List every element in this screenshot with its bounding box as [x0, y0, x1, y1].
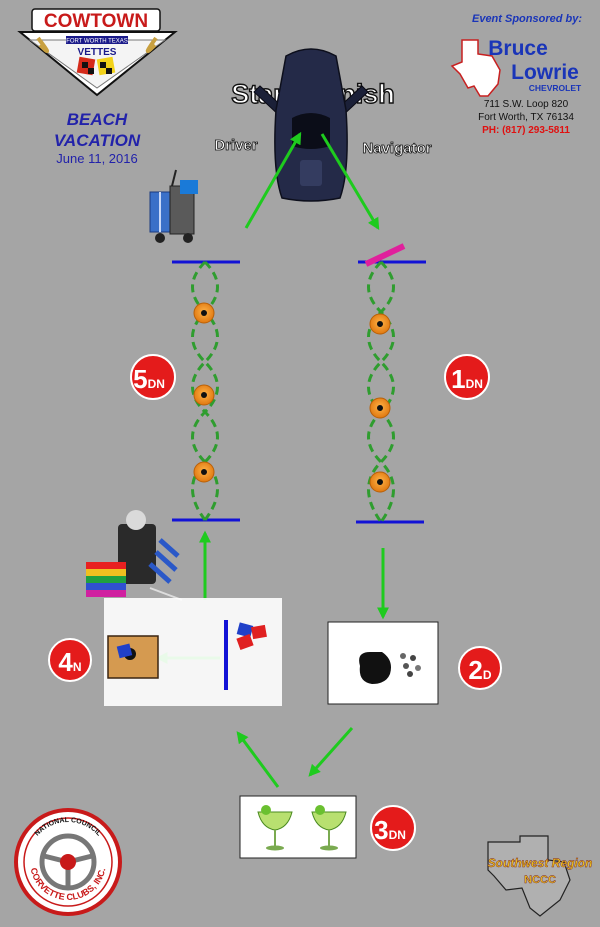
arrow-to-station-1	[320, 133, 380, 231]
sponsor-heading: Event Sponsored by:	[472, 13, 582, 25]
event-date: June 11, 2016	[56, 151, 137, 166]
station-suffix: D	[483, 668, 492, 682]
sponsor-name-last: Lowrie	[511, 61, 579, 84]
station-badge-3: 3DN	[370, 805, 416, 851]
driver-label: Driver	[214, 137, 258, 154]
traffic-cone-icon	[369, 471, 391, 493]
logo-banner: FORT WORTH TEXAS	[66, 39, 128, 45]
region-name: Southwest Region	[488, 856, 593, 870]
station-number: 2	[468, 655, 482, 685]
station-number: 1	[451, 364, 465, 394]
marbles-icon	[400, 653, 421, 677]
traffic-cone-icon	[369, 313, 391, 335]
region-org: NCCC	[524, 874, 556, 886]
southwest-region-logo: Southwest Region NCCC	[487, 835, 593, 917]
start-gate-marker	[364, 243, 406, 267]
station-number: 3	[374, 815, 388, 845]
logo-title: COWTOWN	[44, 11, 148, 32]
station-suffix: DN	[466, 377, 483, 391]
longhorn-icon	[36, 36, 158, 54]
station-suffix: N	[73, 660, 82, 674]
region-map-icon	[487, 835, 571, 917]
margarita-glass-icon	[257, 805, 293, 851]
checkered-flag-icon	[82, 62, 112, 74]
svg-text:3DN: 3DN	[374, 815, 406, 845]
traffic-cone-icon	[193, 461, 215, 483]
station-4-area	[104, 598, 282, 706]
ncc-seal-logo: NATIONAL COUNCIL CORVETTE CLUBS, INC.	[14, 808, 122, 916]
event-title-line2: VACATION	[54, 131, 141, 150]
station-badge-2: 2D	[458, 646, 502, 690]
beach-cart-icon	[149, 169, 198, 243]
corvette-car-icon	[253, 48, 369, 202]
beach-chair-icon	[86, 510, 183, 601]
svg-text:4N: 4N	[58, 647, 81, 677]
sponsor-phone: PH: (817) 293-5811	[482, 125, 570, 136]
slalom-right	[356, 243, 426, 524]
traffic-cone-icon	[193, 302, 215, 324]
cowtown-vettes-logo: FORT WORTH TEXAS VETTES COWTOWN	[17, 8, 178, 97]
station-2-area	[327, 621, 439, 705]
sponsor-address-line1: 711 S.W. Loop 820	[484, 99, 569, 110]
sponsor-address-line2: Fort Worth, TX 76134	[478, 112, 574, 123]
station-number: 5	[133, 364, 147, 394]
station-number: 4	[58, 647, 73, 677]
station-suffix: DN	[389, 828, 406, 842]
traffic-cone-icon	[193, 384, 215, 406]
margarita-glass-icon	[311, 805, 347, 851]
station-badge-4: 4N	[48, 638, 92, 682]
sponsor-make: CHEVROLET	[529, 83, 582, 93]
sponsor-block: Event Sponsored by: Bruce Lowrie CHEVROL…	[450, 13, 582, 136]
bean-bags-icon	[236, 622, 267, 651]
arrow-to-station-3	[308, 727, 354, 777]
svg-text:1DN: 1DN	[451, 364, 483, 394]
navigator-label: Navigator	[362, 140, 431, 157]
traffic-cone-icon	[369, 397, 391, 419]
arrow-finish	[244, 131, 302, 229]
svg-text:2D: 2D	[468, 655, 491, 685]
steering-wheel-icon	[39, 833, 97, 891]
station-badge-1: 1DN	[444, 354, 490, 400]
texas-map-icon	[450, 39, 501, 97]
svg-text:5DN: 5DN	[133, 364, 165, 394]
station-3-area	[239, 795, 357, 859]
sponsor-name-first: Bruce	[488, 37, 548, 60]
pouch-icon	[359, 652, 391, 684]
striped-towel-icon	[86, 562, 126, 597]
arrow-to-station-4	[236, 731, 280, 788]
event-title-line1: BEACH	[67, 110, 128, 129]
station-badge-5: 5DN	[130, 354, 176, 400]
slalom-left	[172, 260, 240, 522]
station-suffix: DN	[148, 377, 165, 391]
logo-brand: VETTES	[78, 47, 117, 58]
